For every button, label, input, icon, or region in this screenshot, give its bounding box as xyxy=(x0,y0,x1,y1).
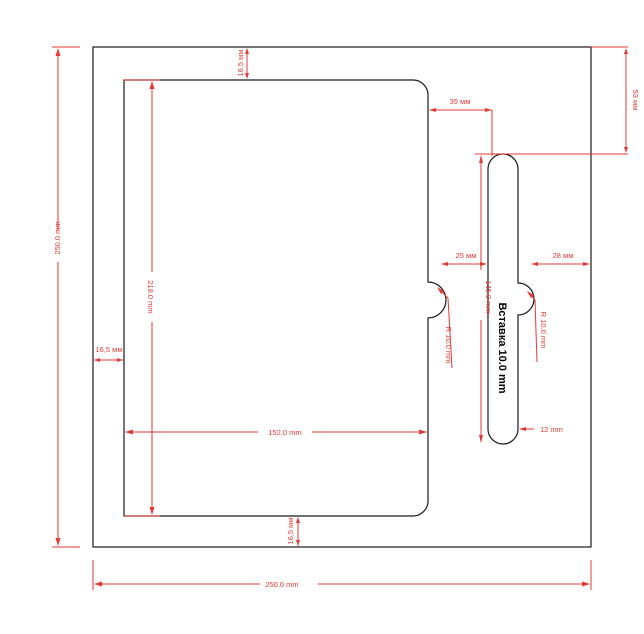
dim-top-margin: 16,5 мм xyxy=(236,48,249,79)
dim-slot-offset: 35 мм xyxy=(429,97,493,156)
outer-board-outline xyxy=(92,46,592,548)
dim-outer-height: 250.0 mm xyxy=(52,46,80,548)
dim-slot-top-offset: 53 мм xyxy=(475,46,640,155)
dim-top-margin-label: 16,5 мм xyxy=(236,50,245,77)
dim-outer-width-label: 250.0 mm xyxy=(265,580,298,589)
dim-right-gap: 28 мм xyxy=(531,251,590,266)
dim-right-gap-label: 28 мм xyxy=(553,251,574,260)
dim-left-margin-label: 16,5 мм xyxy=(96,345,123,354)
dim-bottom-margin: 16,5 мм xyxy=(286,517,300,546)
dim-slot-offset-label: 35 мм xyxy=(450,97,471,106)
dim-notch-gap-label: 25 мм xyxy=(456,251,477,260)
dim-outer-width: 250.0 mm xyxy=(92,560,592,590)
inner-window-outline xyxy=(123,79,447,517)
dim-inner-width: 152.0 mm xyxy=(125,428,427,437)
dim-notch-radius-left-label: R 10.0 mm xyxy=(444,327,453,364)
dim-notch-radius-right-label: R 10.0 mm xyxy=(539,312,548,349)
insert-label: Вставка 10.0 mm xyxy=(496,302,508,393)
dim-slot-length: 145.0 mm xyxy=(479,155,493,443)
dim-inner-width-label: 152.0 mm xyxy=(268,428,301,437)
dim-notch-radius-right: R 10.0 mm xyxy=(527,291,548,363)
dim-slot-width: 12 mm xyxy=(519,425,563,434)
dim-left-margin: 16,5 мм xyxy=(94,345,123,362)
dim-slot-width-label: 12 mm xyxy=(540,425,563,434)
insert-slot-outline xyxy=(487,153,535,445)
dim-inner-height-label: 218.0 mm xyxy=(146,280,155,313)
dim-notch-radius-left: R 10.0 mm xyxy=(437,287,453,369)
dim-outer-height-label: 250.0 mm xyxy=(53,221,62,254)
dim-notch-gap: 25 мм xyxy=(441,251,487,266)
dim-inner-height: 218.0 mm xyxy=(124,79,160,517)
dim-slot-length-label: 145.0 mm xyxy=(484,280,493,313)
dim-bottom-margin-label: 16,5 мм xyxy=(286,518,295,545)
dim-slot-top-offset-label: 53 мм xyxy=(631,90,640,111)
